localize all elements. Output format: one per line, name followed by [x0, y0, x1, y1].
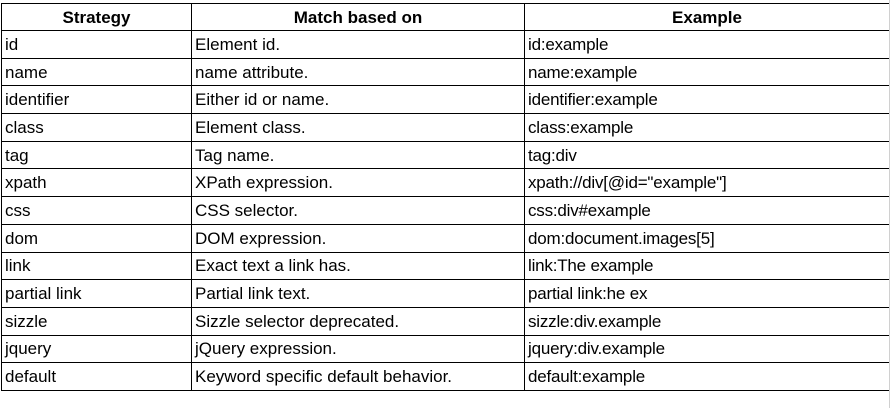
match-cell: Element class.: [191, 113, 525, 142]
strategy-cell: xpath: [1, 168, 192, 198]
table-row: class Element class. class:example: [1, 113, 890, 142]
strategy-cell: class: [1, 113, 192, 142]
example-cell: class:example: [524, 113, 890, 142]
example-cell: partial link:he ex: [524, 279, 890, 308]
column-header-match-based-on: Match based on: [191, 3, 525, 31]
table-row: css CSS selector. css:div#example: [1, 196, 890, 225]
strategy-cell: name: [1, 57, 192, 87]
strategy-cell: sizzle: [1, 306, 192, 336]
table-row: default Keyword specific default behavio…: [1, 362, 890, 391]
example-cell: link:The example: [524, 251, 890, 281]
match-cell: Sizzle selector deprecated.: [191, 306, 525, 336]
match-cell: Element id.: [191, 30, 525, 59]
example-cell: identifier:example: [524, 85, 890, 115]
sheet-edge-divider: [889, 0, 890, 408]
example-cell: default:example: [524, 362, 890, 391]
match-cell: XPath expression.: [191, 168, 525, 198]
table-row: partial link Partial link text. partial …: [1, 279, 890, 308]
example-cell: name:example: [524, 57, 890, 87]
table-row: name name attribute. name:example: [1, 57, 890, 87]
table-row: identifier Either id or name. identifier…: [1, 85, 890, 115]
match-cell: Keyword specific default behavior.: [191, 362, 525, 391]
example-cell: sizzle:div.example: [524, 306, 890, 336]
match-cell: Tag name.: [191, 140, 525, 170]
table-row: link Exact text a link has. link:The exa…: [1, 251, 890, 281]
strategy-cell: css: [1, 196, 192, 225]
match-cell: DOM expression.: [191, 223, 525, 253]
table-row: jquery jQuery expression. jquery:div.exa…: [1, 334, 890, 364]
table-row: sizzle Sizzle selector deprecated. sizzl…: [1, 306, 890, 336]
table-header-row: Strategy Match based on Example: [1, 3, 890, 31]
example-cell: jquery:div.example: [524, 334, 890, 364]
example-cell: tag:div: [524, 140, 890, 170]
example-cell: css:div#example: [524, 196, 890, 225]
example-cell: xpath://div[@id="example"]: [524, 168, 890, 198]
strategy-cell: default: [1, 362, 192, 391]
table-row: tag Tag name. tag:div: [1, 140, 890, 170]
match-cell: name attribute.: [191, 57, 525, 87]
match-cell: Either id or name.: [191, 85, 525, 115]
strategy-cell: identifier: [1, 85, 192, 115]
strategy-cell: dom: [1, 223, 192, 253]
strategy-cell: link: [1, 251, 192, 281]
column-header-strategy: Strategy: [1, 3, 192, 31]
match-cell: jQuery expression.: [191, 334, 525, 364]
table-row: id Element id. id:example: [1, 30, 890, 59]
locator-strategy-sheet: Strategy Match based on Example id Eleme…: [1, 3, 891, 408]
example-cell: dom:document.images[5]: [524, 223, 890, 253]
strategy-cell: id: [1, 30, 192, 59]
match-cell: CSS selector.: [191, 196, 525, 225]
strategy-cell: tag: [1, 140, 192, 170]
column-header-example: Example: [524, 3, 890, 31]
locator-strategy-table: Strategy Match based on Example id Eleme…: [1, 3, 890, 391]
match-cell: Exact text a link has.: [191, 251, 525, 281]
example-cell: id:example: [524, 30, 890, 59]
match-cell: Partial link text.: [191, 279, 525, 308]
strategy-cell: jquery: [1, 334, 192, 364]
table-row: dom DOM expression. dom:document.images[…: [1, 223, 890, 253]
strategy-cell: partial link: [1, 279, 192, 308]
table-row: xpath XPath expression. xpath://div[@id=…: [1, 168, 890, 198]
